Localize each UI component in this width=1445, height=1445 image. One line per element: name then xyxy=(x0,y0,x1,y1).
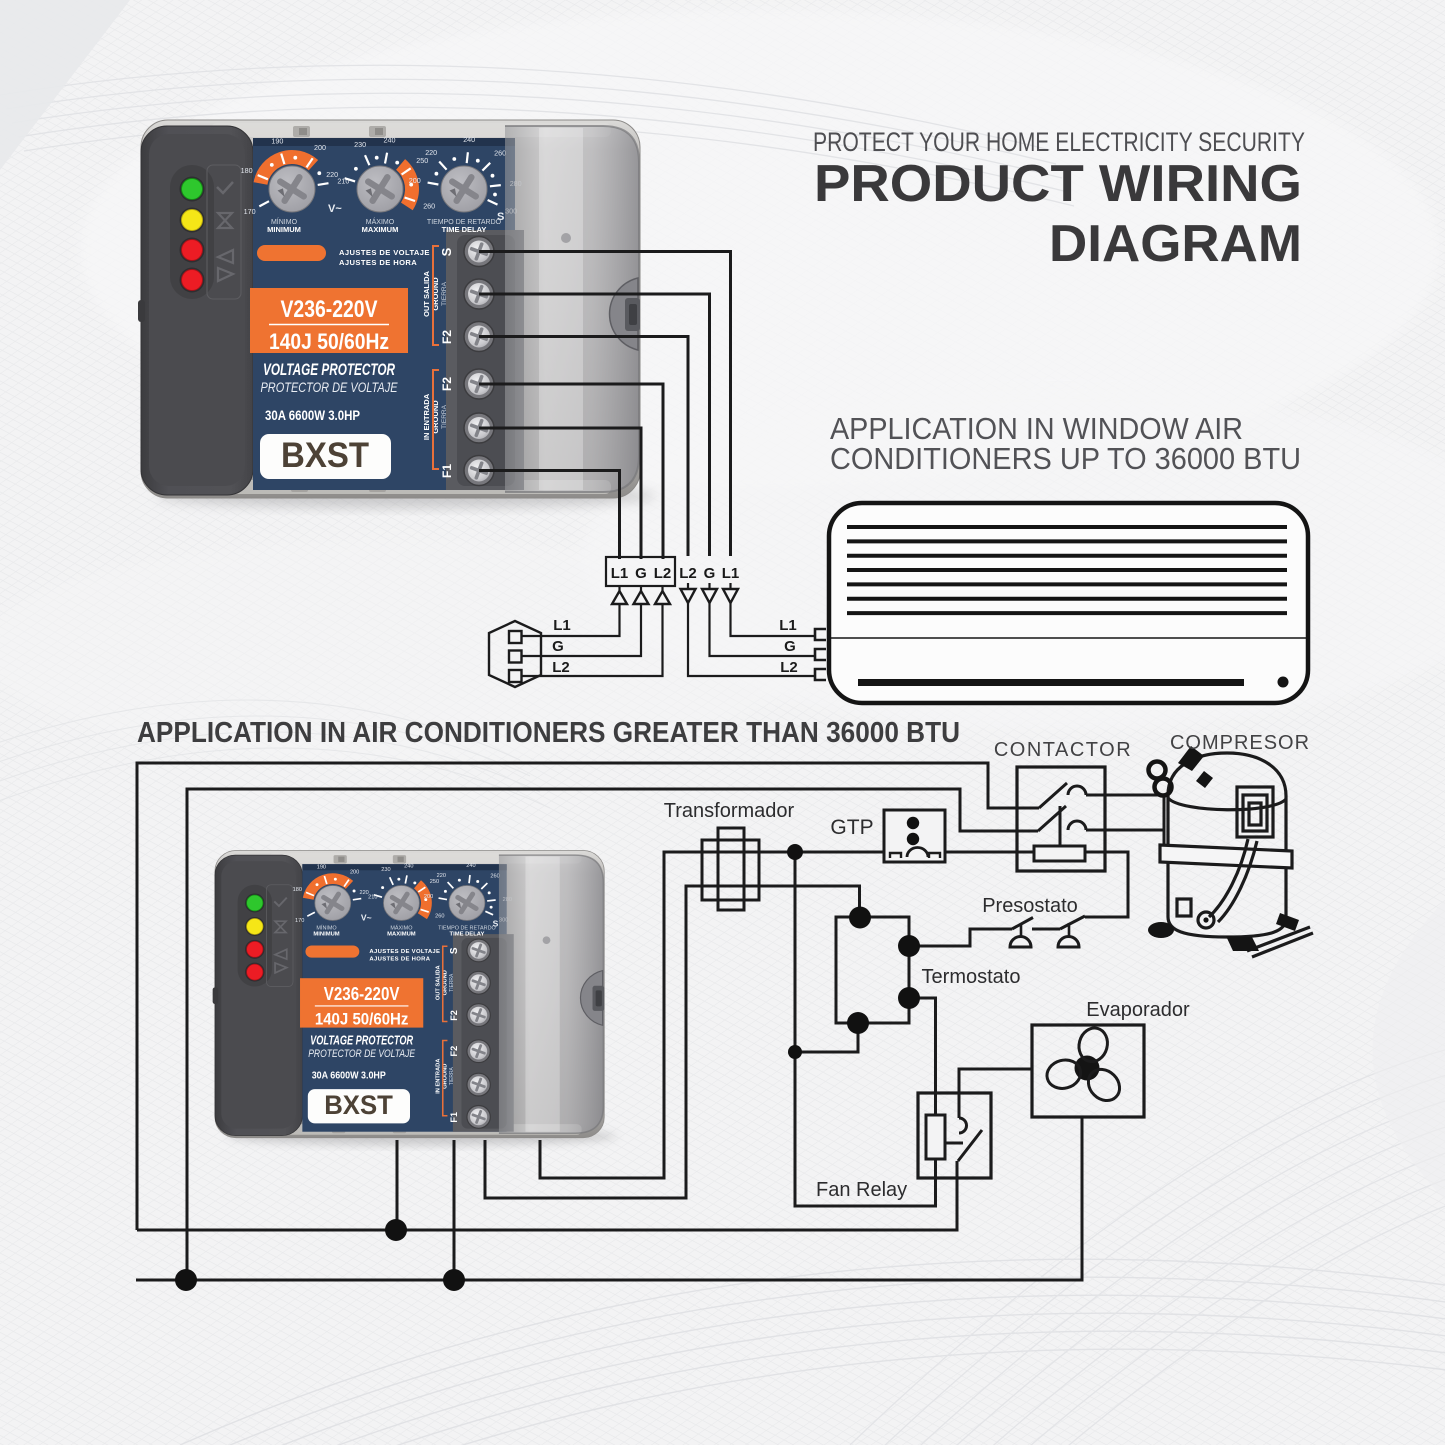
svg-text:G: G xyxy=(635,565,647,582)
svg-text:GTP: GTP xyxy=(830,816,873,839)
svg-text:G: G xyxy=(552,638,564,655)
svg-text:Fan Relay: Fan Relay xyxy=(816,1179,907,1201)
svg-text:L1: L1 xyxy=(553,617,571,634)
svg-text:PRODUCT WIRING: PRODUCT WIRING xyxy=(814,155,1302,213)
svg-text:L1: L1 xyxy=(611,565,629,582)
svg-text:APPLICATION IN WINDOW AIR: APPLICATION IN WINDOW AIR xyxy=(830,411,1243,446)
svg-text:L1: L1 xyxy=(722,565,740,582)
svg-text:L1: L1 xyxy=(779,617,797,634)
svg-text:L2: L2 xyxy=(679,565,697,582)
svg-text:G: G xyxy=(784,638,796,655)
svg-text:APPLICATION IN AIR CONDITIONER: APPLICATION IN AIR CONDITIONERS GREATER … xyxy=(137,717,960,749)
svg-text:Termostato: Termostato xyxy=(922,966,1021,988)
svg-text:Transformador: Transformador xyxy=(664,800,795,822)
svg-text:CONTACTOR: CONTACTOR xyxy=(994,739,1132,761)
svg-text:L2: L2 xyxy=(654,565,672,582)
svg-text:COMPRESOR: COMPRESOR xyxy=(1170,732,1310,754)
svg-text:L2: L2 xyxy=(780,659,798,676)
svg-text:Evaporador: Evaporador xyxy=(1086,999,1190,1021)
svg-text:L2: L2 xyxy=(552,659,570,676)
svg-text:PROTECT YOUR HOME ELECTRICITY: PROTECT YOUR HOME ELECTRICITY SECURITY xyxy=(813,127,1305,157)
svg-text:DIAGRAM: DIAGRAM xyxy=(1049,215,1302,273)
svg-text:Presostato: Presostato xyxy=(982,895,1078,917)
svg-text:G: G xyxy=(704,565,716,582)
svg-text:CONDITIONERS UP TO 36000 BTU: CONDITIONERS UP TO 36000 BTU xyxy=(830,441,1301,476)
